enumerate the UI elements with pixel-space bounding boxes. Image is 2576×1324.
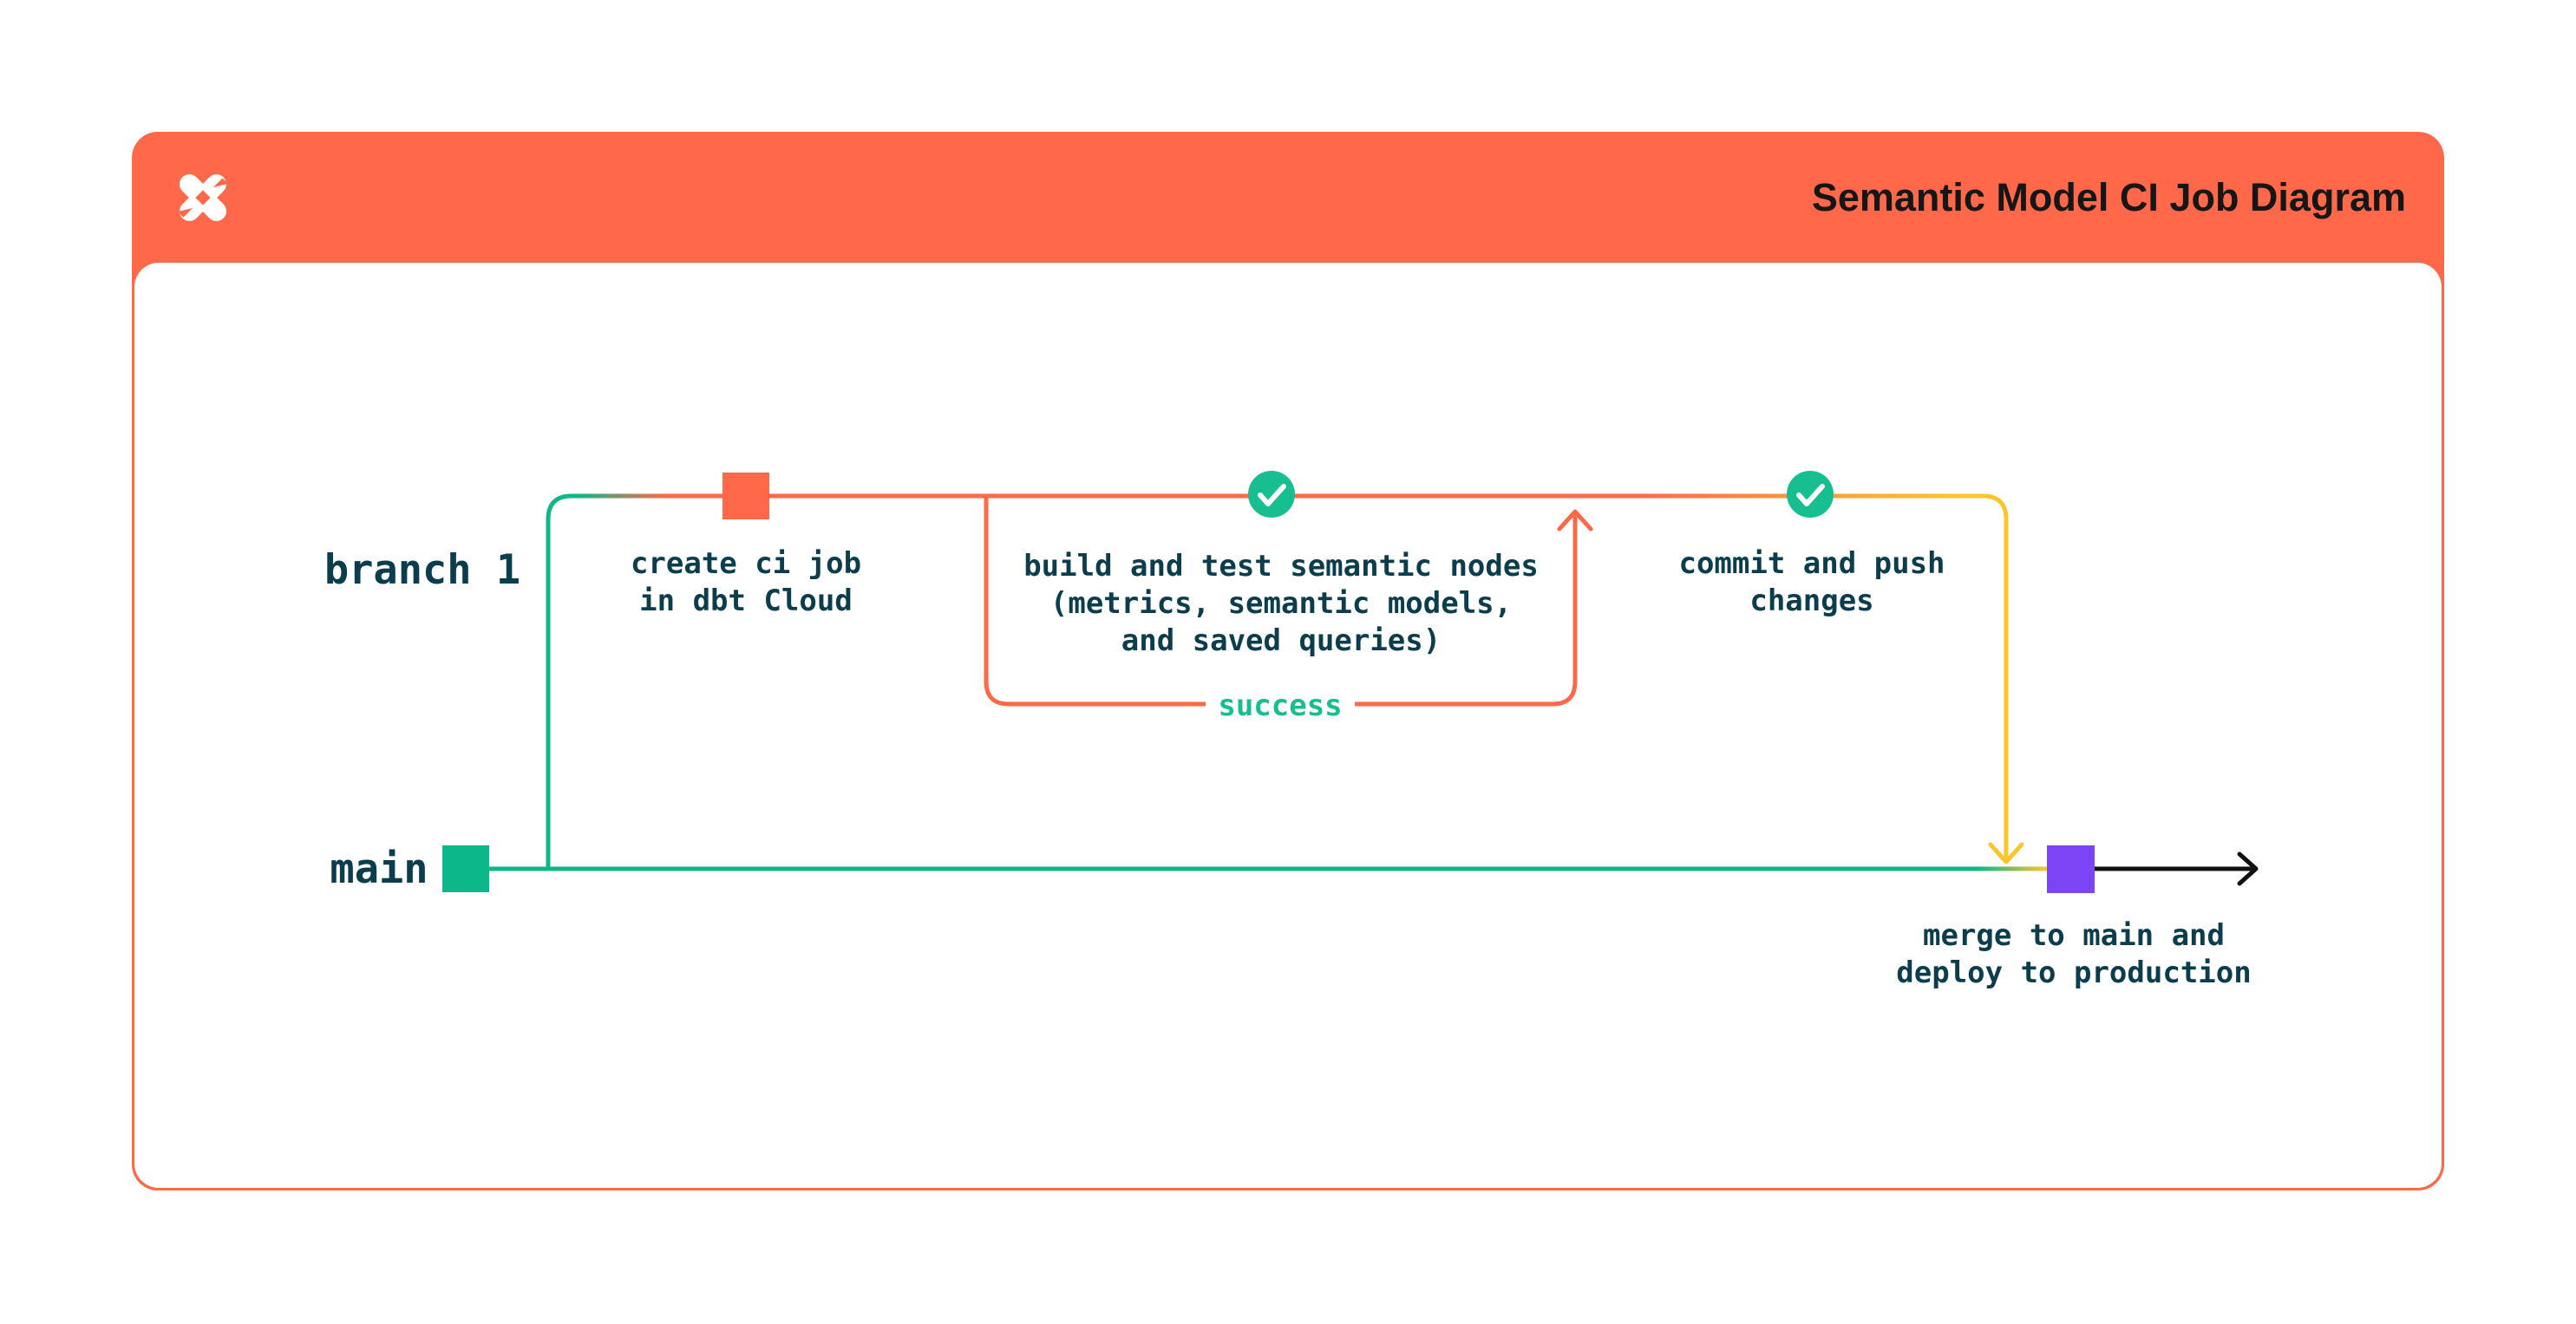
success-check-icon-commit [1787,471,1834,518]
card-body [134,263,2442,1188]
label-merge-line1: merge to main and [1923,918,2225,953]
dbt-logo-icon [177,174,229,221]
label-build-and-test-line1: build and test semantic nodes [1023,549,1539,584]
label-create-ci-job-line2: in dbt Cloud [639,584,853,618]
success-loop-line-left [984,498,1206,707]
label-commit-and-push-line1: commit and push [1678,546,1945,581]
diagram-card: Semantic Model CI Job Diagram [132,132,2444,1190]
commit-node-merge [2047,845,2095,893]
branch-label: branch 1 [324,546,520,594]
page-title: Semantic Model CI Job Diagram [1811,175,2406,219]
label-create-ci-job-line1: create ci job [631,546,861,581]
commit-node-create-ci-job [722,473,769,519]
label-build-and-test-line3: and saved queries) [1121,623,1441,658]
card-header: Semantic Model CI Job Diagram [132,132,2444,264]
merge-arrow-down-icon [1988,842,2024,864]
success-check-icon-build [1248,471,1295,518]
production-arrow-right-icon [2237,851,2259,886]
main-label: main [330,845,428,893]
label-build-and-test-line2: (metrics, semantic models, [1050,586,1512,621]
success-loop-line-right [1355,513,1578,707]
label-merge-line2: deploy to production [1896,955,2251,990]
success-loop-arrow-up-icon [1557,509,1593,532]
label-commit-and-push-line2: changes [1749,584,1873,618]
success-label: success [1218,688,1342,723]
commit-node-main-start [442,845,489,892]
